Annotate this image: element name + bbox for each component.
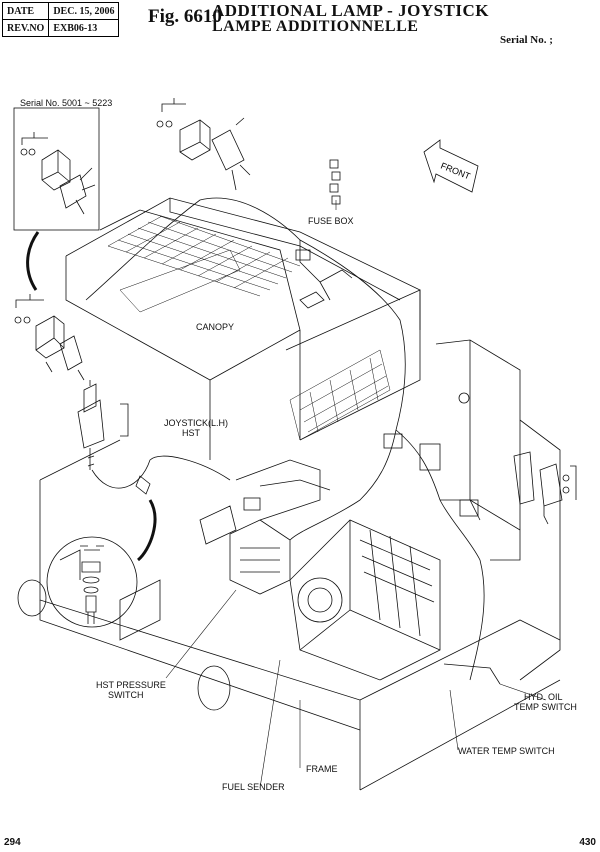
hst-pressure-label-1: HST PRESSURE — [96, 680, 166, 690]
right-lamp-drawing — [513, 451, 577, 525]
rev-value: EXB06-13 — [48, 19, 120, 37]
base-frame — [17, 439, 561, 791]
hst-pointer-arrow — [136, 499, 157, 562]
page-number-left: 294 — [4, 837, 21, 848]
inset-box — [13, 107, 100, 231]
joystick-connector — [135, 475, 151, 495]
hyd-oil-label-2: TEMP SWITCH — [514, 702, 577, 712]
wire-harness — [85, 197, 501, 685]
fuse-box-label: FUSE BOX — [308, 216, 354, 226]
hst-inset-circle — [46, 536, 138, 628]
inset-serial-label: Serial No. 5001 ~ 5223 — [20, 98, 113, 108]
leader-lines — [165, 200, 547, 789]
canopy-frame — [65, 197, 421, 460]
top-lamp-drawing — [156, 98, 251, 191]
harness-connectors — [243, 249, 479, 517]
hyd-oil-label-1: HYD. OIL — [524, 692, 563, 702]
fuel-sender-label: FUEL SENDER — [222, 782, 285, 792]
frame-label: FRAME — [306, 764, 338, 774]
inset-pointer-arrow — [26, 231, 40, 291]
canopy-mesh — [107, 215, 301, 297]
hst-label: HST — [182, 428, 200, 438]
left-lamp-drawing — [14, 294, 85, 381]
figure-number: Fig. 6610 — [148, 6, 222, 27]
right-frame — [435, 339, 561, 681]
inset-lamp-drawing — [20, 132, 96, 215]
page-number-right: 430 — [579, 837, 596, 848]
fuse-icons — [329, 159, 341, 205]
serial-label: Serial No. ; — [500, 34, 553, 46]
canopy-label: CANOPY — [196, 322, 235, 332]
side-mesh — [289, 349, 391, 441]
hst-pressure-label-2: SWITCH — [108, 690, 144, 700]
joystick-drawing — [77, 380, 129, 470]
joystick-wire — [91, 455, 231, 489]
rev-label: REV.NO — [1, 19, 50, 37]
water-temp-label: WATER TEMP SWITCH — [458, 746, 555, 756]
header-table: DATE DEC. 15, 2006 REV.NO EXB06-13 — [1, 2, 120, 37]
front-arrow — [423, 139, 479, 193]
figure-title-en: ADDITIONAL LAMP - JOYSTICK — [212, 1, 490, 20]
figure-title-fr: LAMPE ADDITIONNELLE — [212, 18, 419, 35]
joystick-label: JOYSTICK(L.H) — [164, 418, 229, 428]
engine-block — [199, 459, 441, 681]
